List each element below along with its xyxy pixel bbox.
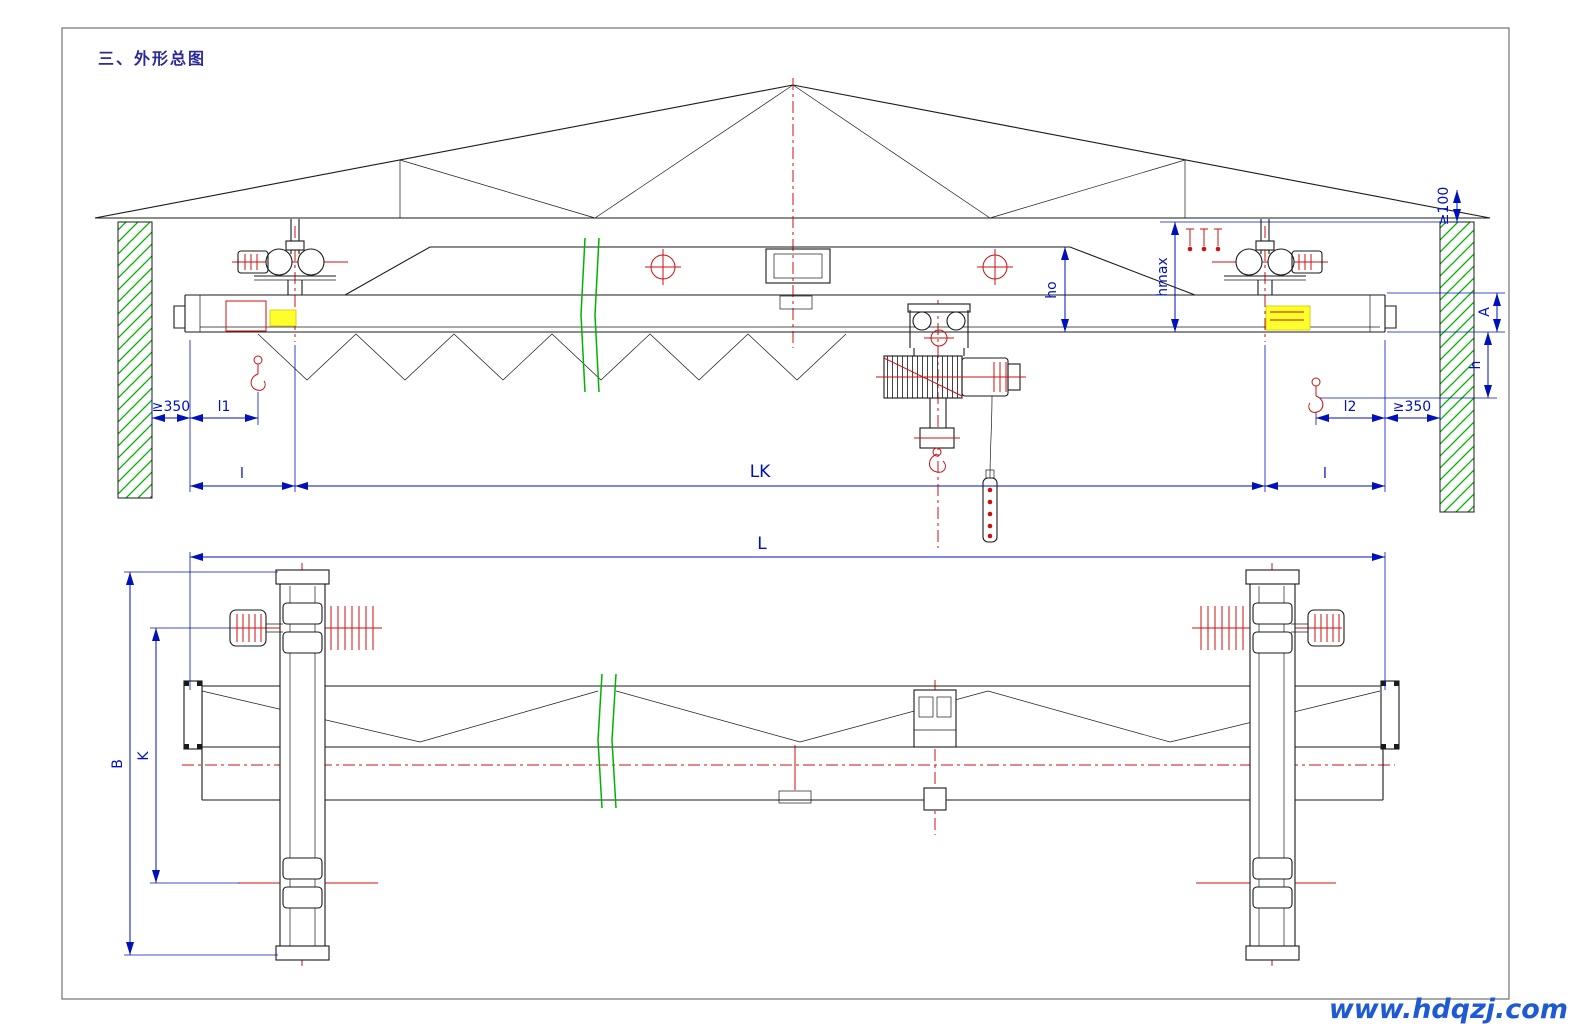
- plan-view: L B K: [110, 534, 1400, 966]
- web-access-hole: [977, 249, 1013, 285]
- break-lines-elevation: [580, 237, 600, 393]
- hoist-trolley: [876, 303, 1026, 399]
- dim-label-min-right: ≥350: [1393, 399, 1431, 415]
- dim-label-min-left: ≥350: [152, 399, 190, 415]
- highlight-plate-left: [269, 309, 297, 327]
- dim-label-A: A: [1477, 307, 1493, 317]
- dimensions-elevation: ≥350 l1 l LK l l2 ≥350 ≥100 ho hmax A h: [152, 187, 1501, 490]
- festoon-cables: [257, 333, 847, 381]
- collector-icon: [1200, 228, 1208, 252]
- power-collector-icons: [1186, 228, 1222, 252]
- dim-label-hmax: hmax: [1155, 257, 1171, 296]
- dimensions-plan: L B K: [110, 534, 1385, 955]
- dim-label-B: B: [110, 759, 126, 769]
- right-wall-column: [1439, 221, 1475, 513]
- dim-label-h: h: [1468, 361, 1484, 370]
- right-end-truck: [1224, 219, 1323, 295]
- dim-label-span: LK: [750, 462, 771, 482]
- left-hook-limit-icon: [250, 355, 266, 391]
- hoist-plan: [913, 689, 957, 811]
- highlight-plate-right: [1265, 305, 1311, 331]
- dim-label-l2: l2: [1344, 399, 1357, 415]
- center-hatch-panel: [765, 248, 831, 310]
- web-access-hole: [645, 249, 681, 285]
- left-wall-column: [117, 221, 153, 499]
- dim-label-l-right: l: [1323, 466, 1327, 482]
- break-lines-plan: [597, 673, 617, 809]
- girder-end-bracket-right: [1380, 680, 1400, 750]
- girder-plan: [183, 680, 1400, 804]
- right-hook-limit-icon: [1308, 377, 1324, 413]
- girder-end-bracket-left: [183, 680, 203, 750]
- dim-label-roof-clearance: ≥100: [1436, 187, 1452, 225]
- dim-label-l-left: l: [240, 466, 244, 482]
- pendant-control: [982, 395, 998, 543]
- collector-icon: [1214, 228, 1222, 252]
- hook-block: [914, 398, 960, 473]
- coupling-fins-right: [1200, 606, 1244, 650]
- dim-label-l1: l1: [218, 399, 231, 415]
- page-title: 三、外形总图: [98, 49, 206, 68]
- dim-label-K: K: [136, 751, 152, 761]
- left-end-carriage-plan: [229, 569, 374, 961]
- watermark-text: www.hdqzj.com: [1329, 994, 1568, 1025]
- bridge-girder-elevation: [173, 246, 1397, 333]
- dim-label-ho: ho: [1044, 281, 1060, 298]
- travel-motor-right: [1291, 609, 1345, 647]
- left-end-truck: [237, 219, 336, 295]
- elevation-view: ≥350 l1 l LK l l2 ≥350 ≥100 ho hmax A h: [94, 78, 1505, 548]
- coupling-fins-left: [330, 606, 374, 650]
- right-end-carriage-plan: [1200, 569, 1345, 961]
- dimension-extensions-plan: [124, 552, 1386, 956]
- collector-icon: [1186, 228, 1194, 252]
- dim-label-L: L: [757, 534, 767, 554]
